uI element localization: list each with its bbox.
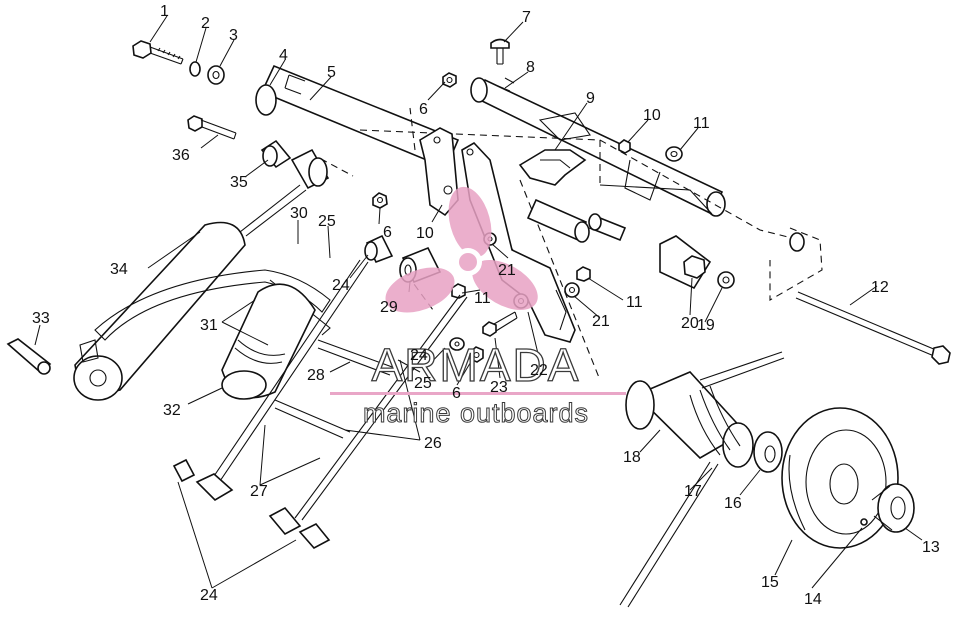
armada-watermark: ARMADA marine outboards bbox=[330, 186, 626, 429]
watermark-divider bbox=[330, 392, 626, 395]
callout-26: 26 bbox=[424, 435, 442, 452]
callout-4: 4 bbox=[279, 47, 288, 64]
callout-25-mid: 25 bbox=[414, 375, 432, 392]
part-2-washer bbox=[189, 61, 201, 77]
part-6-nut-top bbox=[442, 72, 457, 88]
parts-drawing bbox=[6, 38, 951, 608]
part-23-bolt bbox=[482, 311, 518, 337]
part-9-bracket bbox=[518, 149, 587, 186]
callout-8: 8 bbox=[526, 59, 535, 76]
part-pivot-tube-right bbox=[588, 213, 627, 242]
callout-1: 1 bbox=[160, 3, 169, 20]
part-21-washer-right bbox=[564, 282, 580, 298]
callout-36: 36 bbox=[172, 147, 190, 164]
part-14-set-screw bbox=[860, 518, 868, 526]
part-11-nut-right-low bbox=[576, 266, 591, 282]
part-19-washer bbox=[717, 271, 735, 289]
callout-labels: 1 2 3 4 5 6 7 8 9 10 11 36 35 6 10 30 25… bbox=[32, 3, 940, 608]
part-20-plate bbox=[659, 235, 712, 290]
part-11-nut-center bbox=[451, 283, 466, 299]
callout-30: 30 bbox=[290, 205, 308, 222]
part-1-bolt bbox=[132, 40, 184, 65]
callout-6-low: 6 bbox=[452, 385, 461, 402]
callout-6-mid: 6 bbox=[383, 224, 392, 241]
part-34-shock-absorber bbox=[73, 148, 330, 401]
part-35-bushing bbox=[260, 139, 292, 169]
callout-5: 5 bbox=[327, 64, 336, 81]
callout-22: 22 bbox=[530, 362, 548, 379]
callout-2: 2 bbox=[201, 15, 210, 32]
part-27-arm-rods bbox=[209, 259, 468, 521]
callout-21-right: 21 bbox=[592, 313, 610, 330]
callout-15: 15 bbox=[761, 574, 779, 591]
callout-35: 35 bbox=[230, 174, 248, 191]
watermark-brand: ARMADA bbox=[372, 339, 581, 391]
part-pivot-tube-center bbox=[526, 198, 590, 243]
callout-20: 20 bbox=[681, 315, 699, 332]
part-24-bushings-bottom bbox=[172, 458, 331, 550]
callout-31: 31 bbox=[200, 317, 218, 334]
part-18-spring-housing bbox=[625, 371, 754, 468]
part-33-bushing bbox=[6, 338, 52, 375]
part-3-washer bbox=[207, 65, 225, 85]
callout-10-left: 10 bbox=[416, 225, 434, 242]
callout-34: 34 bbox=[110, 261, 128, 278]
part-10-nut-right bbox=[618, 139, 631, 154]
part-24-washer-mid bbox=[449, 337, 465, 351]
callout-12: 12 bbox=[871, 279, 889, 296]
callout-24-bottom: 24 bbox=[200, 587, 218, 604]
callout-19: 19 bbox=[697, 317, 715, 334]
callout-28: 28 bbox=[307, 367, 325, 384]
callout-6-top: 6 bbox=[419, 101, 428, 118]
callout-10-right: 10 bbox=[643, 107, 661, 124]
callout-3: 3 bbox=[229, 27, 238, 44]
leader-lines bbox=[34, 15, 923, 589]
part-15-idler-wheel bbox=[781, 407, 899, 549]
callout-27: 27 bbox=[250, 483, 268, 500]
callout-21-center: 21 bbox=[498, 262, 516, 279]
callout-32: 32 bbox=[163, 402, 181, 419]
part-8-rear-tube bbox=[470, 77, 726, 217]
callout-18: 18 bbox=[623, 449, 641, 466]
callout-24-top: 24 bbox=[332, 277, 350, 294]
callout-11-right: 11 bbox=[693, 115, 710, 132]
callout-23: 23 bbox=[490, 379, 508, 396]
part-13-hub bbox=[871, 483, 915, 533]
callout-33: 33 bbox=[32, 310, 50, 327]
part-36-bolt bbox=[187, 115, 237, 140]
callout-16: 16 bbox=[724, 495, 742, 512]
propeller-logo bbox=[385, 186, 538, 313]
callout-11-center: 11 bbox=[474, 290, 491, 307]
part-12-rear-bracket bbox=[769, 227, 823, 301]
callout-7: 7 bbox=[522, 9, 531, 26]
callout-17: 17 bbox=[684, 483, 702, 500]
part-11-nut-right bbox=[665, 146, 683, 162]
part-5-front-tube bbox=[255, 64, 460, 170]
callout-9: 9 bbox=[586, 90, 595, 107]
callout-29: 29 bbox=[380, 299, 398, 316]
part-12-long-bolt bbox=[795, 291, 951, 365]
watermark-tagline: marine outboards bbox=[363, 398, 589, 428]
part-17-spring-wire bbox=[619, 351, 785, 608]
part-7-bolt bbox=[490, 38, 510, 65]
callout-11-right-low: 11 bbox=[626, 294, 643, 311]
part-6-nut-low bbox=[469, 346, 484, 363]
callout-24-mid: 24 bbox=[410, 347, 428, 364]
part-16-washer bbox=[753, 431, 783, 473]
callout-14: 14 bbox=[804, 591, 822, 608]
part-6-nut-mid bbox=[372, 192, 388, 209]
callout-13: 13 bbox=[922, 539, 940, 556]
part-32-reservoir bbox=[221, 283, 316, 400]
callout-25-top: 25 bbox=[318, 213, 336, 230]
